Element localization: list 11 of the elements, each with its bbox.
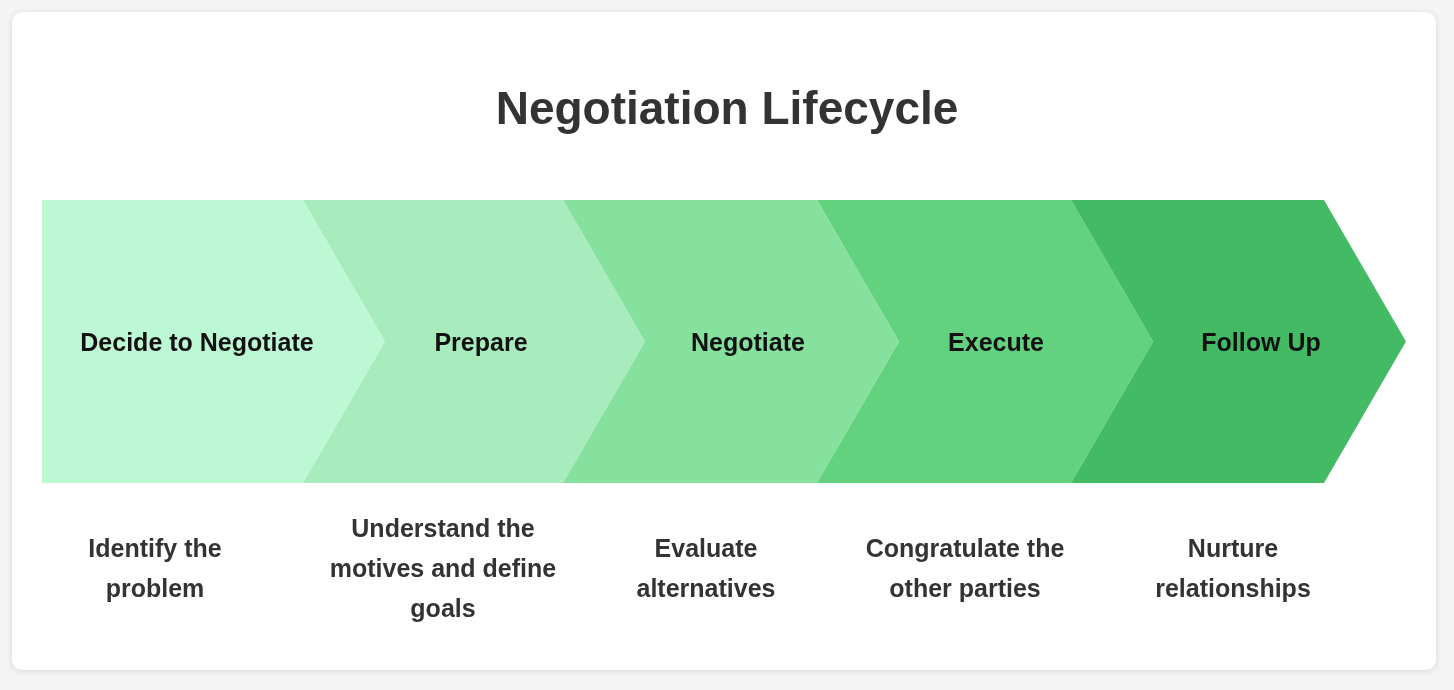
step-description: Congratulate the other parties (864, 533, 1066, 604)
step-label: Execute (948, 327, 1044, 357)
step-description: Evaluate alternatives (635, 533, 777, 604)
step-description: Identify the problem (87, 533, 223, 604)
step-description: Understand the motives and define goals (328, 513, 558, 624)
diagram-title: Negotiation Lifecycle (494, 81, 960, 136)
step-label: Follow Up (1201, 327, 1321, 357)
step-label: Prepare (434, 327, 528, 357)
step-label: Negotiate (691, 327, 805, 357)
step-label: Decide to Negotiate (80, 327, 314, 357)
step-description: Nurture relationships (1154, 533, 1312, 604)
